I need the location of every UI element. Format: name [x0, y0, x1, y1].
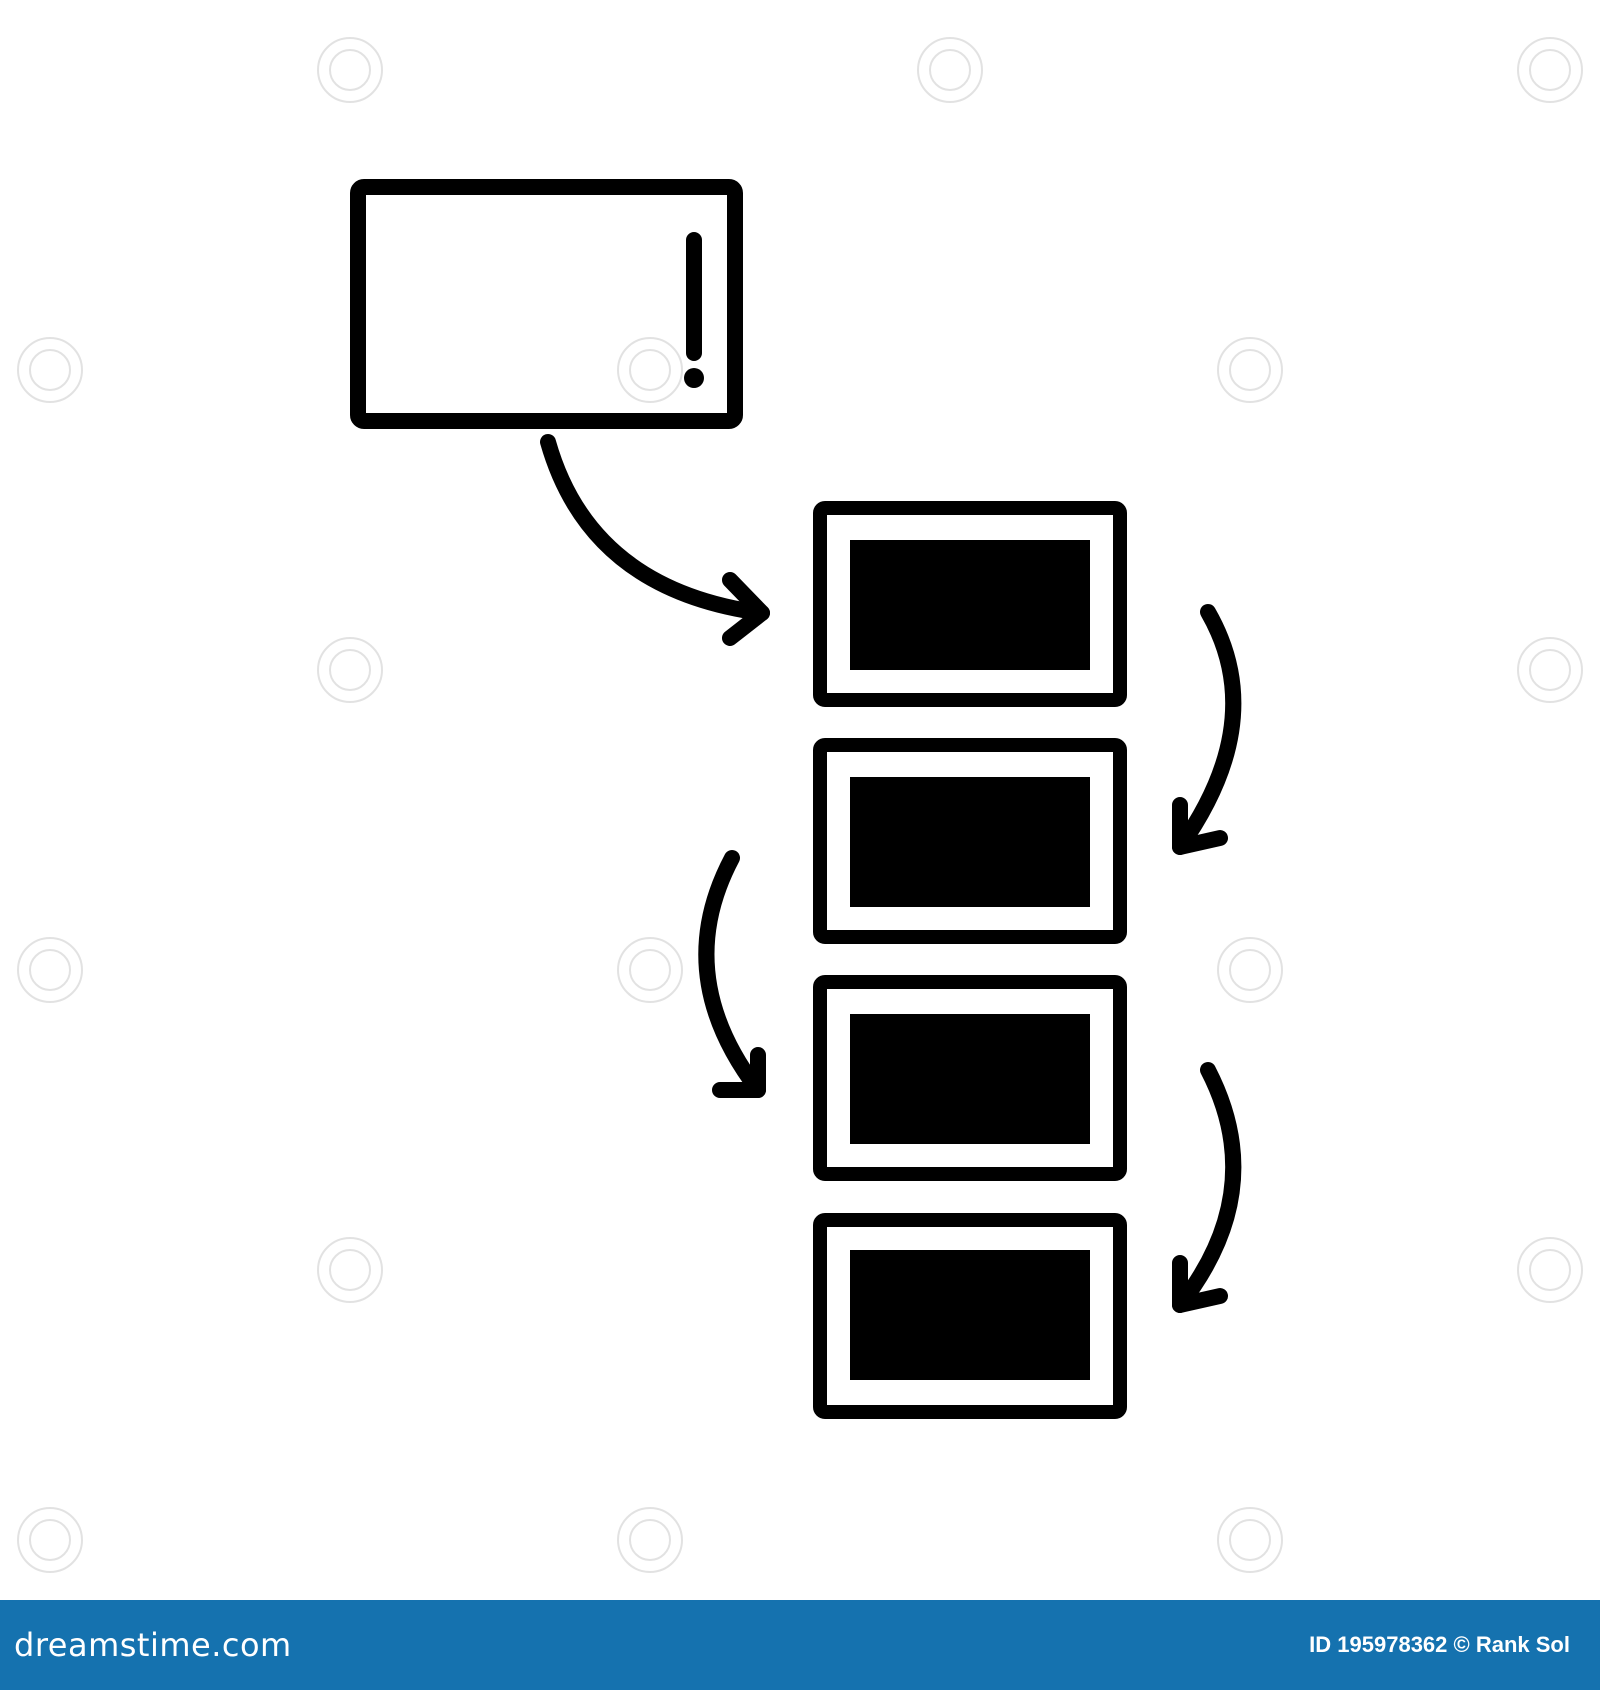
brand-logo: dreamstime.com — [14, 1626, 292, 1664]
image-id: ID 195978362 — [1309, 1632, 1448, 1657]
arrow-right-3 — [1172, 1062, 1242, 1313]
queue-box-3 — [813, 975, 1127, 1181]
queue-process-icon — [17, 37, 1583, 1573]
arrow-left-2 — [698, 850, 766, 1098]
image-credit: ID 195978362 © Rank Sol — [1309, 1632, 1570, 1658]
queue-stack — [813, 501, 1127, 1419]
incoming-box — [350, 179, 743, 429]
queue-box-4 — [813, 1213, 1127, 1419]
watermark-bar: dreamstime.com ID 195978362 © Rank Sol — [0, 1600, 1600, 1690]
watermark-pattern — [17, 37, 1583, 1573]
arrow-right-1 — [1172, 604, 1242, 855]
queue-box-1 — [813, 501, 1127, 707]
queue-box-2 — [813, 738, 1127, 944]
image-author: © Rank Sol — [1453, 1632, 1570, 1657]
arrow-to-queue — [540, 434, 770, 646]
